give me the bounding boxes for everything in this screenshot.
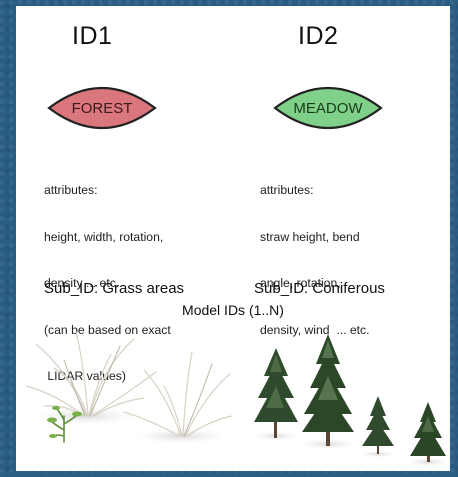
diagram-panel: ID1 ID2 FOREST MEADOW attributes: height… xyxy=(16,6,450,471)
grass-clump-image xyxy=(25,331,236,445)
id1-sub-id: Sub_ID: Grass areas xyxy=(44,280,185,297)
attr-line: attributes: xyxy=(260,183,314,197)
id1-attributes: attributes: height, width, rotation, den… xyxy=(44,152,171,416)
attr-line: density, wind ... etc. xyxy=(260,322,370,337)
attr-line: straw height, bend xyxy=(260,229,360,244)
attr-line: angle, rotation, xyxy=(260,276,341,290)
plants-illustration xyxy=(25,331,450,467)
model-ids-label: Model IDs (1..N) xyxy=(182,302,284,318)
attr-line: (can be based on exact xyxy=(44,322,171,337)
id2-attributes: attributes: straw height, bend angle, ro… xyxy=(260,152,370,369)
meadow-label: MEADOW xyxy=(293,100,363,117)
attr-line: density ... etc. xyxy=(44,276,120,290)
id1-title: ID1 xyxy=(72,22,113,50)
id2-sub-id: Sub_ID: Coniferous xyxy=(254,280,385,297)
forest-badge: FOREST xyxy=(47,86,157,130)
forest-label: FOREST xyxy=(72,100,133,117)
id2-title: ID2 xyxy=(298,22,339,50)
conifer-tree-image xyxy=(248,334,450,467)
attr-line: height, width, rotation, xyxy=(44,229,164,244)
meadow-badge: MEADOW xyxy=(273,86,383,130)
attr-line: attributes: xyxy=(44,183,98,197)
